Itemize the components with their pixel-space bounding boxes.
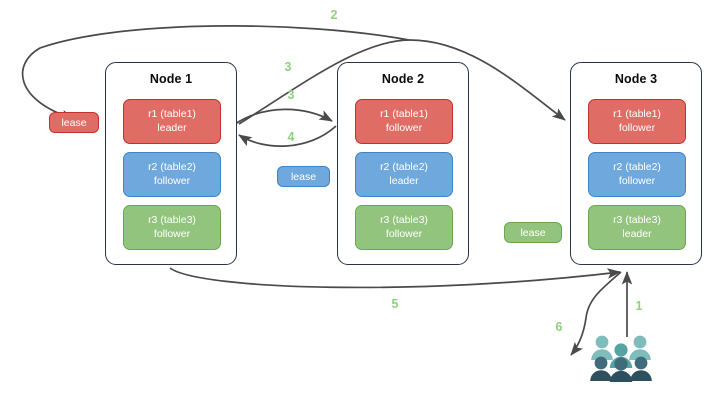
replica-name: r1 (table1) [613,108,661,120]
lease-label: lease [61,116,87,129]
step-label-6: 6 [555,320,563,334]
replica-role: follower [153,174,191,187]
replica-role: follower [618,174,656,187]
step-label-5: 5 [391,297,399,311]
replica-box[interactable]: r1 (table1) follower [355,99,453,144]
step-label-1: 1 [635,299,643,313]
step-label-4: 4 [287,130,295,144]
node-title: Node 1 [149,72,193,86]
replica-box[interactable]: r3 (table3) follower [123,205,221,250]
step-label-3a: 3 [284,60,292,74]
replica-name: r3 (table3) [613,214,661,226]
node-title: Node 3 [614,72,658,86]
replica-role: follower [385,121,423,134]
replica-name: r2 (table2) [148,161,196,173]
node-container-1[interactable]: Node 1 r1 (table1) leader r2 (table2) fo… [105,62,237,265]
lease-label: lease [520,226,546,239]
replica-role: leader [389,174,419,187]
replica-name: r3 (table3) [148,214,196,226]
lease-chip-blue[interactable]: lease [277,166,330,187]
replica-role: leader [622,227,652,240]
replica-box[interactable]: r2 (table2) follower [123,152,221,197]
replica-name: r3 (table3) [380,214,428,226]
replica-box[interactable]: r1 (table1) leader [123,99,221,144]
replica-role: follower [618,121,656,134]
step-label-3b: 3 [287,88,295,102]
step-label-2: 2 [330,8,338,22]
node-container-3[interactable]: Node 3 r1 (table1) follower r2 (table2) … [570,62,702,265]
node-container-2[interactable]: Node 2 r1 (table1) follower r2 (table2) … [337,62,469,265]
lease-chip-green[interactable]: lease [504,222,562,243]
node-title: Node 2 [381,72,425,86]
replica-role: follower [153,227,191,240]
arrow-step-5 [169,267,622,289]
replica-name: r1 (table1) [148,108,196,120]
replica-name: r1 (table1) [380,108,428,120]
replica-name: r2 (table2) [613,161,661,173]
replica-role: follower [385,227,423,240]
arrow-step-3-lower [234,108,333,125]
replica-box[interactable]: r2 (table2) leader [355,152,453,197]
replica-box[interactable]: r2 (table2) follower [588,152,686,197]
replica-box[interactable]: r3 (table3) follower [355,205,453,250]
replica-name: r2 (table2) [380,161,428,173]
replica-box[interactable]: r1 (table1) follower [588,99,686,144]
lease-label: lease [290,170,317,183]
users-group-icon [590,335,652,382]
replica-box[interactable]: r3 (table3) leader [588,205,686,250]
replica-role: leader [157,121,187,134]
lease-chip-red[interactable]: lease [49,112,99,133]
